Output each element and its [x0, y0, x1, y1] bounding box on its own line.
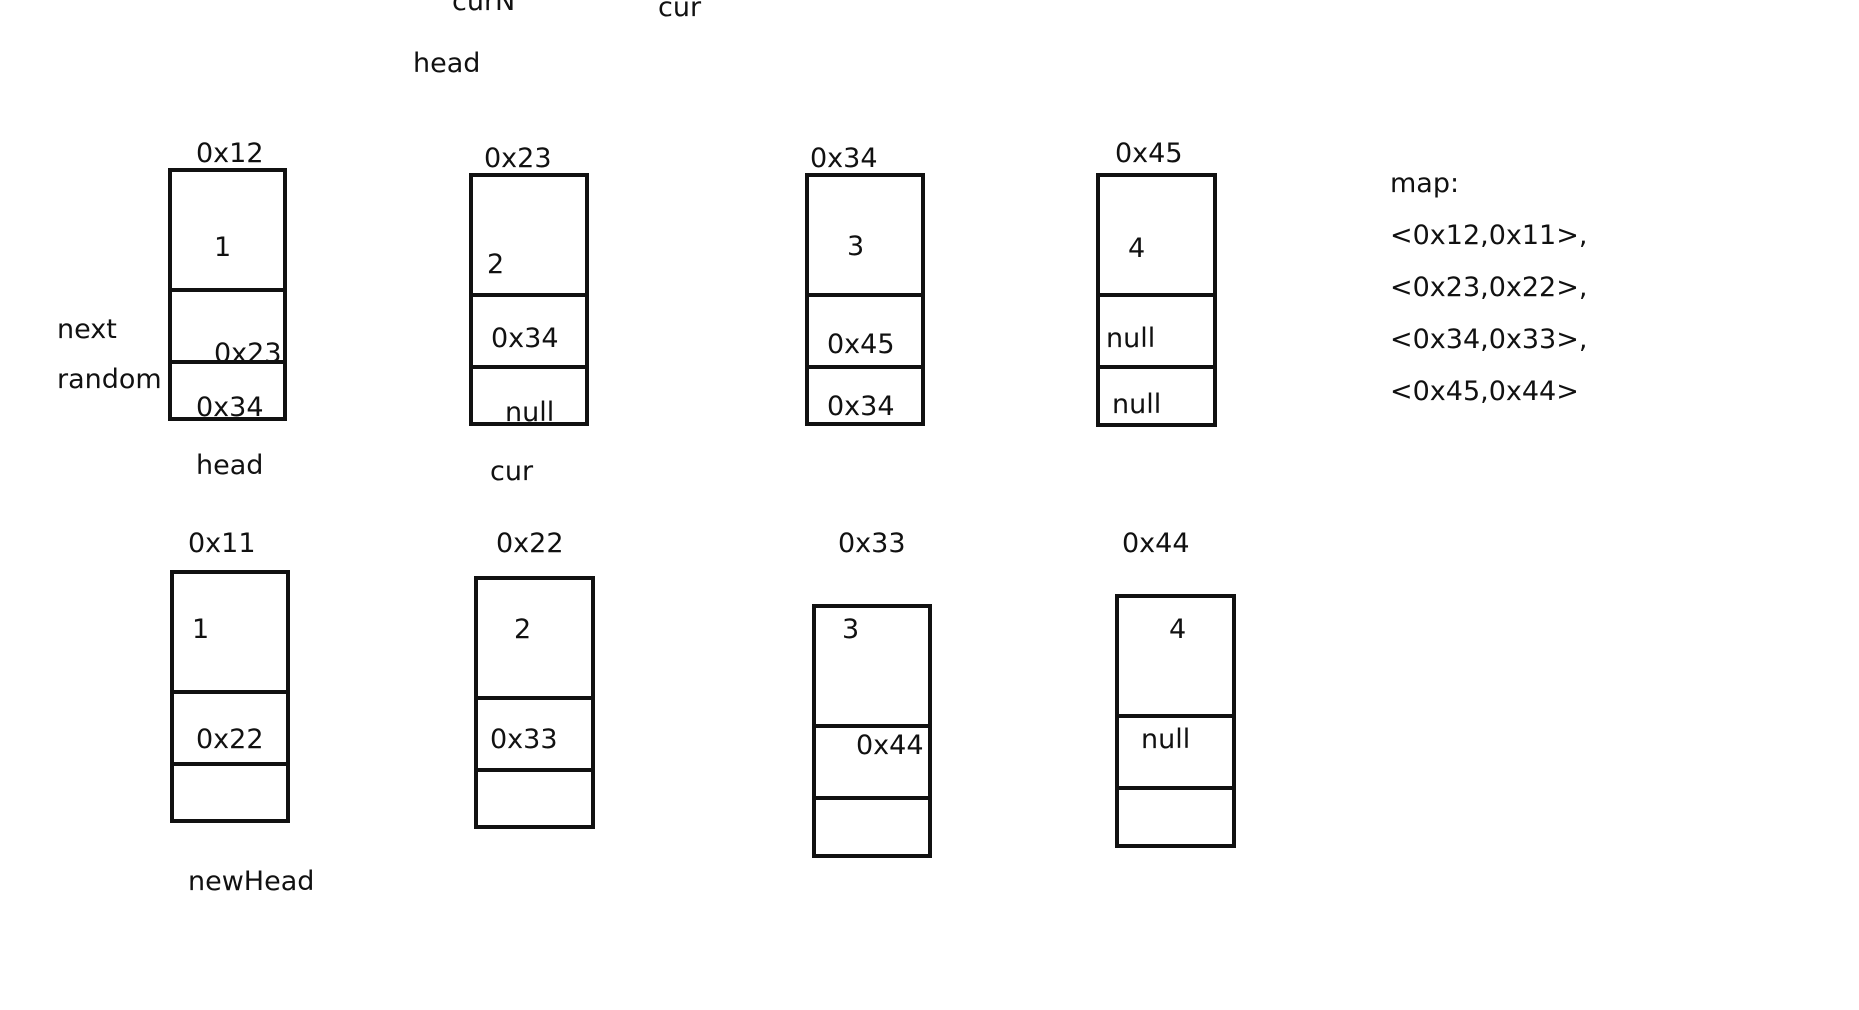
- node-address: 0x22: [496, 528, 564, 559]
- val-cell: 3: [816, 608, 928, 724]
- copied-node: 4 null: [1115, 594, 1236, 848]
- random-pointer: null: [505, 397, 555, 428]
- next-row-label: next: [57, 314, 117, 345]
- random-cell: [174, 762, 286, 819]
- next-cell: 0x23: [172, 288, 283, 367]
- next-pointer: 0x33: [490, 724, 558, 755]
- next-pointer: 0x45: [827, 329, 895, 360]
- val-cell: 1: [174, 574, 286, 690]
- node-address: 0x44: [1122, 528, 1190, 559]
- node-value: 1: [192, 614, 210, 645]
- random-row-label: random: [57, 364, 162, 395]
- node-address: 0x34: [810, 143, 878, 174]
- next-pointer: 0x22: [196, 724, 264, 755]
- val-cell: 4: [1119, 598, 1232, 714]
- node-address: 0x33: [838, 528, 906, 559]
- random-cell: null: [473, 365, 585, 426]
- map-entry: <0x23,0x22>,: [1390, 272, 1588, 303]
- random-pointer: null: [1112, 389, 1162, 420]
- copied-node: 2 0x33: [474, 576, 595, 829]
- node-value: 4: [1169, 614, 1187, 645]
- random-pointer: 0x34: [827, 391, 895, 422]
- next-cell: 0x34: [473, 293, 585, 365]
- node-address: 0x45: [1115, 138, 1183, 169]
- random-cell: null: [1100, 365, 1213, 423]
- node-address: 0x12: [196, 138, 264, 169]
- original-node: 1 0x23 0x34: [168, 168, 287, 421]
- node-value: 1: [214, 232, 232, 263]
- address-map: map: <0x12,0x11>, <0x23,0x22>, <0x34,0x3…: [1390, 158, 1587, 418]
- copied-node: 1 0x22: [170, 570, 290, 823]
- next-cell: 0x44: [816, 724, 928, 796]
- node-value: 3: [847, 231, 865, 262]
- next-pointer: 0x44: [856, 730, 924, 761]
- node-address: 0x11: [188, 528, 256, 559]
- val-cell: 4: [1100, 177, 1213, 293]
- next-cell: null: [1100, 293, 1213, 365]
- next-pointer: null: [1141, 724, 1191, 755]
- original-node: 4 null null: [1096, 173, 1217, 427]
- next-cell: 0x45: [809, 293, 921, 365]
- node-address: 0x23: [484, 143, 552, 174]
- next-cell: 0x33: [478, 696, 591, 768]
- val-cell: 3: [809, 177, 921, 293]
- next-pointer: null: [1106, 323, 1156, 354]
- random-cell: 0x34: [809, 365, 921, 422]
- node-value: 2: [514, 614, 532, 645]
- copied-node: 3 0x44: [812, 604, 932, 858]
- random-cell: [816, 796, 928, 854]
- head-pointer-label: head: [196, 450, 264, 481]
- curN-label: curN: [452, 0, 516, 17]
- val-cell: 2: [473, 177, 585, 293]
- next-cell: 0x22: [174, 690, 286, 762]
- node-value: 4: [1128, 233, 1146, 264]
- random-cell: [478, 768, 591, 825]
- random-cell: [1119, 786, 1232, 844]
- node-value: 2: [487, 249, 505, 280]
- map-entry: <0x45,0x44>: [1390, 376, 1579, 407]
- original-node: 2 0x34 null: [469, 173, 589, 426]
- cur-top-label: cur: [658, 0, 702, 23]
- next-cell: null: [1119, 714, 1232, 786]
- val-cell: 2: [478, 580, 591, 696]
- val-cell: 1: [172, 172, 283, 288]
- map-entry: <0x12,0x11>,: [1390, 220, 1588, 251]
- map-entry: <0x34,0x33>,: [1390, 324, 1588, 355]
- cur-pointer-label: cur: [490, 456, 534, 487]
- new-head-pointer-label: newHead: [188, 866, 315, 897]
- head-top-label: head: [413, 48, 481, 79]
- node-value: 3: [842, 614, 860, 645]
- next-pointer: 0x34: [491, 323, 559, 354]
- random-cell: 0x34: [172, 360, 283, 421]
- original-node: 3 0x45 0x34: [805, 173, 925, 426]
- map-title: map:: [1390, 168, 1460, 199]
- random-pointer: 0x34: [196, 392, 264, 423]
